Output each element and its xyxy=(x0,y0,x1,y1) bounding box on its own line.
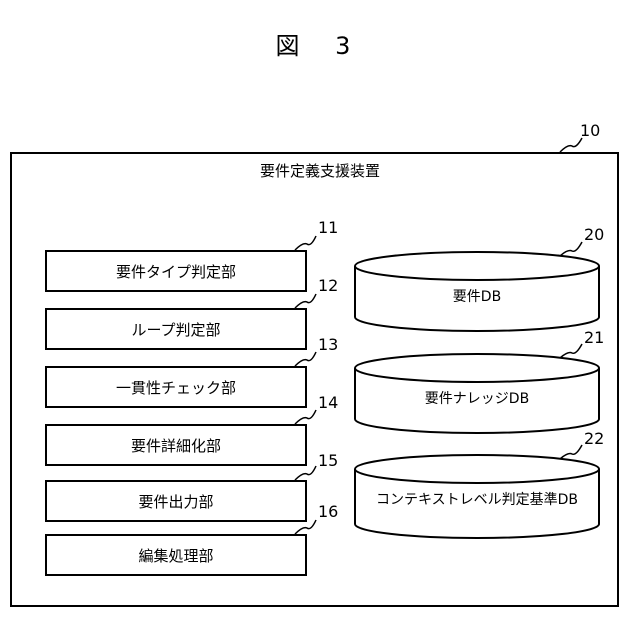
leader-line-10 xyxy=(560,138,582,152)
leader-line-20 xyxy=(560,242,582,256)
database-label-22: コンテキストレベル判定基準DB xyxy=(357,489,597,509)
leader-line-13 xyxy=(295,352,316,366)
leader-line-22 xyxy=(560,445,582,459)
leader-line-11 xyxy=(295,236,316,250)
database-ref-20: 20 xyxy=(584,225,604,244)
leader-line-15 xyxy=(295,466,316,480)
database-ref-21: 21 xyxy=(584,328,604,347)
database-label-20: 要件DB xyxy=(357,286,597,306)
leader-line-16 xyxy=(295,520,316,534)
database-label-21: 要件ナレッジDB xyxy=(357,388,597,408)
leader-line-21 xyxy=(560,344,582,358)
leader-line-14 xyxy=(295,410,316,424)
leader-line-12 xyxy=(295,294,316,308)
database-ref-22: 22 xyxy=(584,429,604,448)
